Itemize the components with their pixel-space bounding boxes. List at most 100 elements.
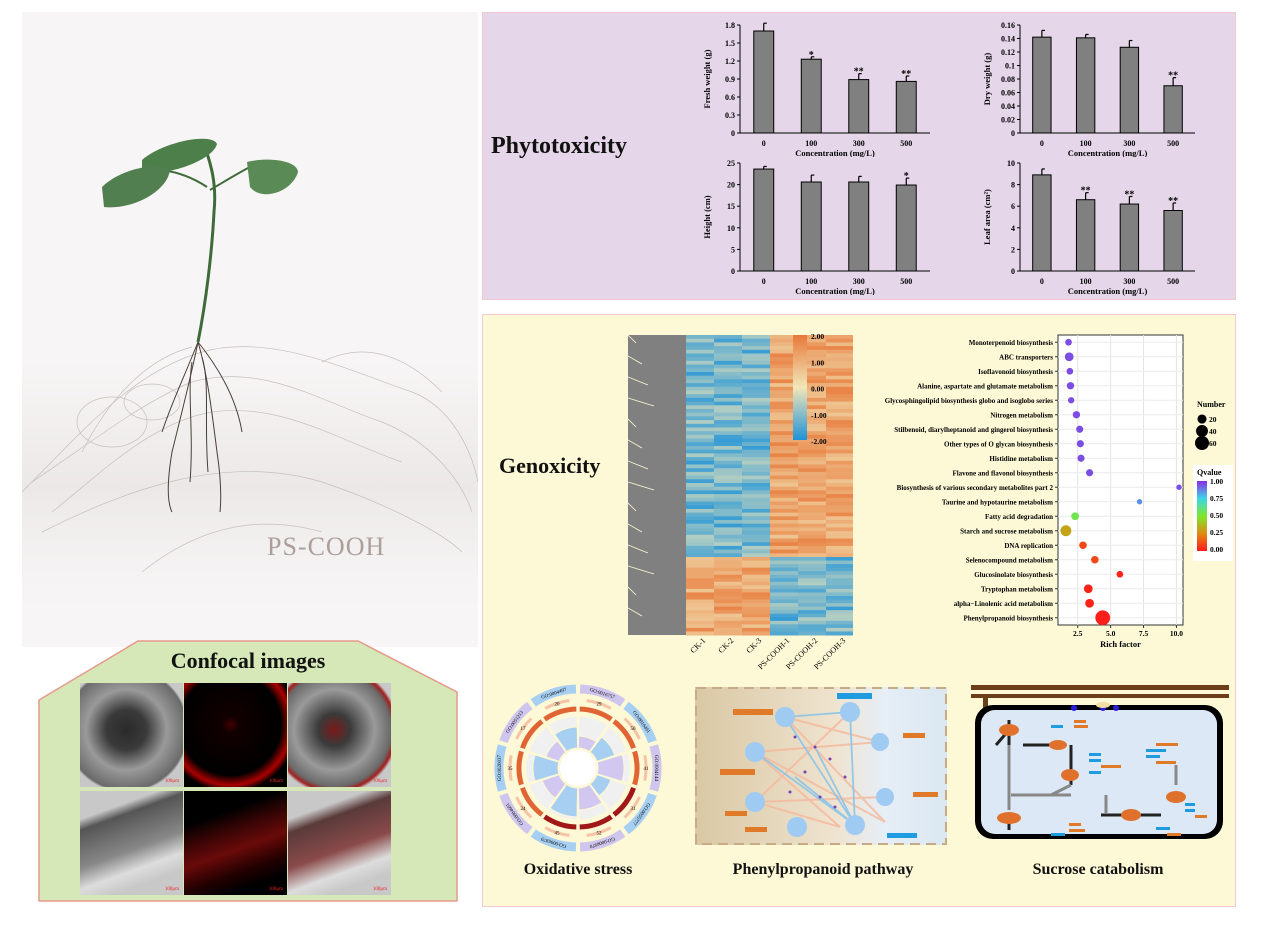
heatmap-cell [742, 610, 771, 615]
heatmap-cell [770, 627, 799, 632]
heatmap-cell [770, 479, 799, 484]
heatmap-cell [686, 449, 715, 454]
heatmap-cell [770, 606, 799, 611]
heatmap-cell [714, 599, 743, 604]
heatmap-cell [770, 342, 799, 347]
dendrogram-branch [628, 439, 643, 449]
heatmap-cell [742, 434, 771, 440]
heatmap-cell [770, 571, 799, 576]
heatmap-cell [742, 588, 771, 593]
y-axis-label: Height (cm) [702, 195, 712, 238]
heatmap-cell [714, 335, 743, 340]
heatmap-cell [686, 557, 715, 562]
heatmap-cell [686, 360, 715, 366]
heatmap-cell [826, 457, 853, 462]
heatmap-cell [826, 442, 853, 447]
x-tick-label: 0 [1040, 139, 1044, 148]
heatmap-cell [714, 386, 743, 391]
heatmap-cell [770, 431, 799, 436]
count-label: 50 [631, 727, 637, 732]
heatmap-cell [770, 360, 799, 366]
bar [1032, 36, 1052, 134]
y-tick-label: 2 [1011, 245, 1015, 254]
pathway-label: ABC transporters [999, 353, 1053, 361]
pathway-label: alpha−Linolenic acid metabolism [954, 600, 1053, 608]
heatmap-cell [770, 490, 799, 495]
heatmap-cell [826, 401, 853, 406]
pathway-label: Monoterpenoid biosynthesis [969, 339, 1053, 347]
x-tick-label: 300 [1123, 277, 1135, 286]
dendrogram-branch [628, 460, 649, 470]
heatmap-cell [686, 401, 715, 406]
heatmap-cell [742, 564, 771, 569]
heatmap-cell [826, 427, 853, 432]
heatmap-cell [742, 567, 771, 572]
legend-number-label: 60 [1209, 439, 1217, 448]
heatmap-cell [826, 364, 853, 369]
heatmap-cell [798, 567, 827, 572]
heatmap-cell [770, 549, 799, 554]
heatmap-cell [714, 571, 743, 576]
x-tick-label: 100 [1080, 139, 1092, 148]
heatmap-cell [770, 574, 799, 579]
network-edges-blue [754, 711, 856, 826]
enrichment-point [1095, 610, 1111, 626]
heatmap-cell [742, 409, 771, 414]
heatmap-cell [826, 420, 853, 425]
y-tick-label: 5 [731, 245, 735, 254]
y-tick-label: 0.1 [1005, 62, 1015, 71]
pathway-label: Alanine, aspartate and glutamate metabol… [917, 382, 1053, 390]
bar [753, 30, 775, 134]
heatmap-cell [742, 631, 771, 636]
y-tick-label: 10 [1007, 159, 1015, 168]
heatmap-cell [770, 613, 799, 618]
heatmap-cell [770, 442, 799, 447]
x-tick-label: 500 [900, 139, 912, 148]
heatmap-cell [714, 542, 743, 547]
heatmap-cell [686, 596, 715, 601]
x-tick-label: 0 [762, 277, 766, 286]
heatmap-cell [686, 490, 715, 495]
heatmap-cell [714, 464, 743, 469]
heatmap-cell [826, 460, 853, 465]
dendrogram-branch [628, 376, 649, 386]
heatmap-cell [826, 360, 853, 366]
heatmap-cell [742, 620, 771, 625]
heatmap-cell [770, 494, 799, 499]
heatmap-cell [798, 542, 827, 547]
heatmap-cell [714, 610, 743, 615]
heatmap-cell [742, 353, 771, 358]
enrichment-point [1083, 584, 1093, 594]
heatmap-cell [798, 468, 827, 473]
significance-ring [518, 717, 545, 751]
heatmap-cell [770, 560, 799, 565]
heatmap-cell [742, 335, 771, 340]
heatmap-cell [770, 523, 799, 528]
heatmap-cell [686, 606, 715, 611]
heatmap-cell [742, 372, 771, 377]
heatmap-cell [798, 360, 827, 366]
heatmap-cell [686, 460, 715, 465]
heatmap-cell [742, 342, 771, 347]
heatmap-cell [770, 592, 799, 597]
heatmap-cell [686, 588, 715, 593]
cell-wall-bottom [971, 694, 1229, 698]
heatmap-cell [826, 627, 853, 632]
y-tick-label: 0.14 [1001, 35, 1015, 44]
heatmap-cell [798, 453, 827, 458]
heatmap-cell [714, 527, 743, 532]
heatmap-cell [770, 379, 799, 384]
heatmap-cell [770, 449, 799, 454]
heatmap-cell [714, 585, 743, 590]
heatmap-cell [826, 412, 853, 417]
heatmap-cell [770, 553, 799, 558]
heatmap-cell [714, 416, 743, 421]
heatmap-cell [798, 368, 827, 373]
colorbar-label: 2.00 [811, 332, 824, 341]
count-label: 31 [631, 807, 637, 812]
heatmap-cell [742, 574, 771, 579]
heatmap-cell [798, 497, 827, 502]
qvalue-tick-label: 0.00 [1210, 545, 1223, 554]
enrichment-bar [553, 726, 579, 753]
enrichment-bar [532, 754, 560, 782]
